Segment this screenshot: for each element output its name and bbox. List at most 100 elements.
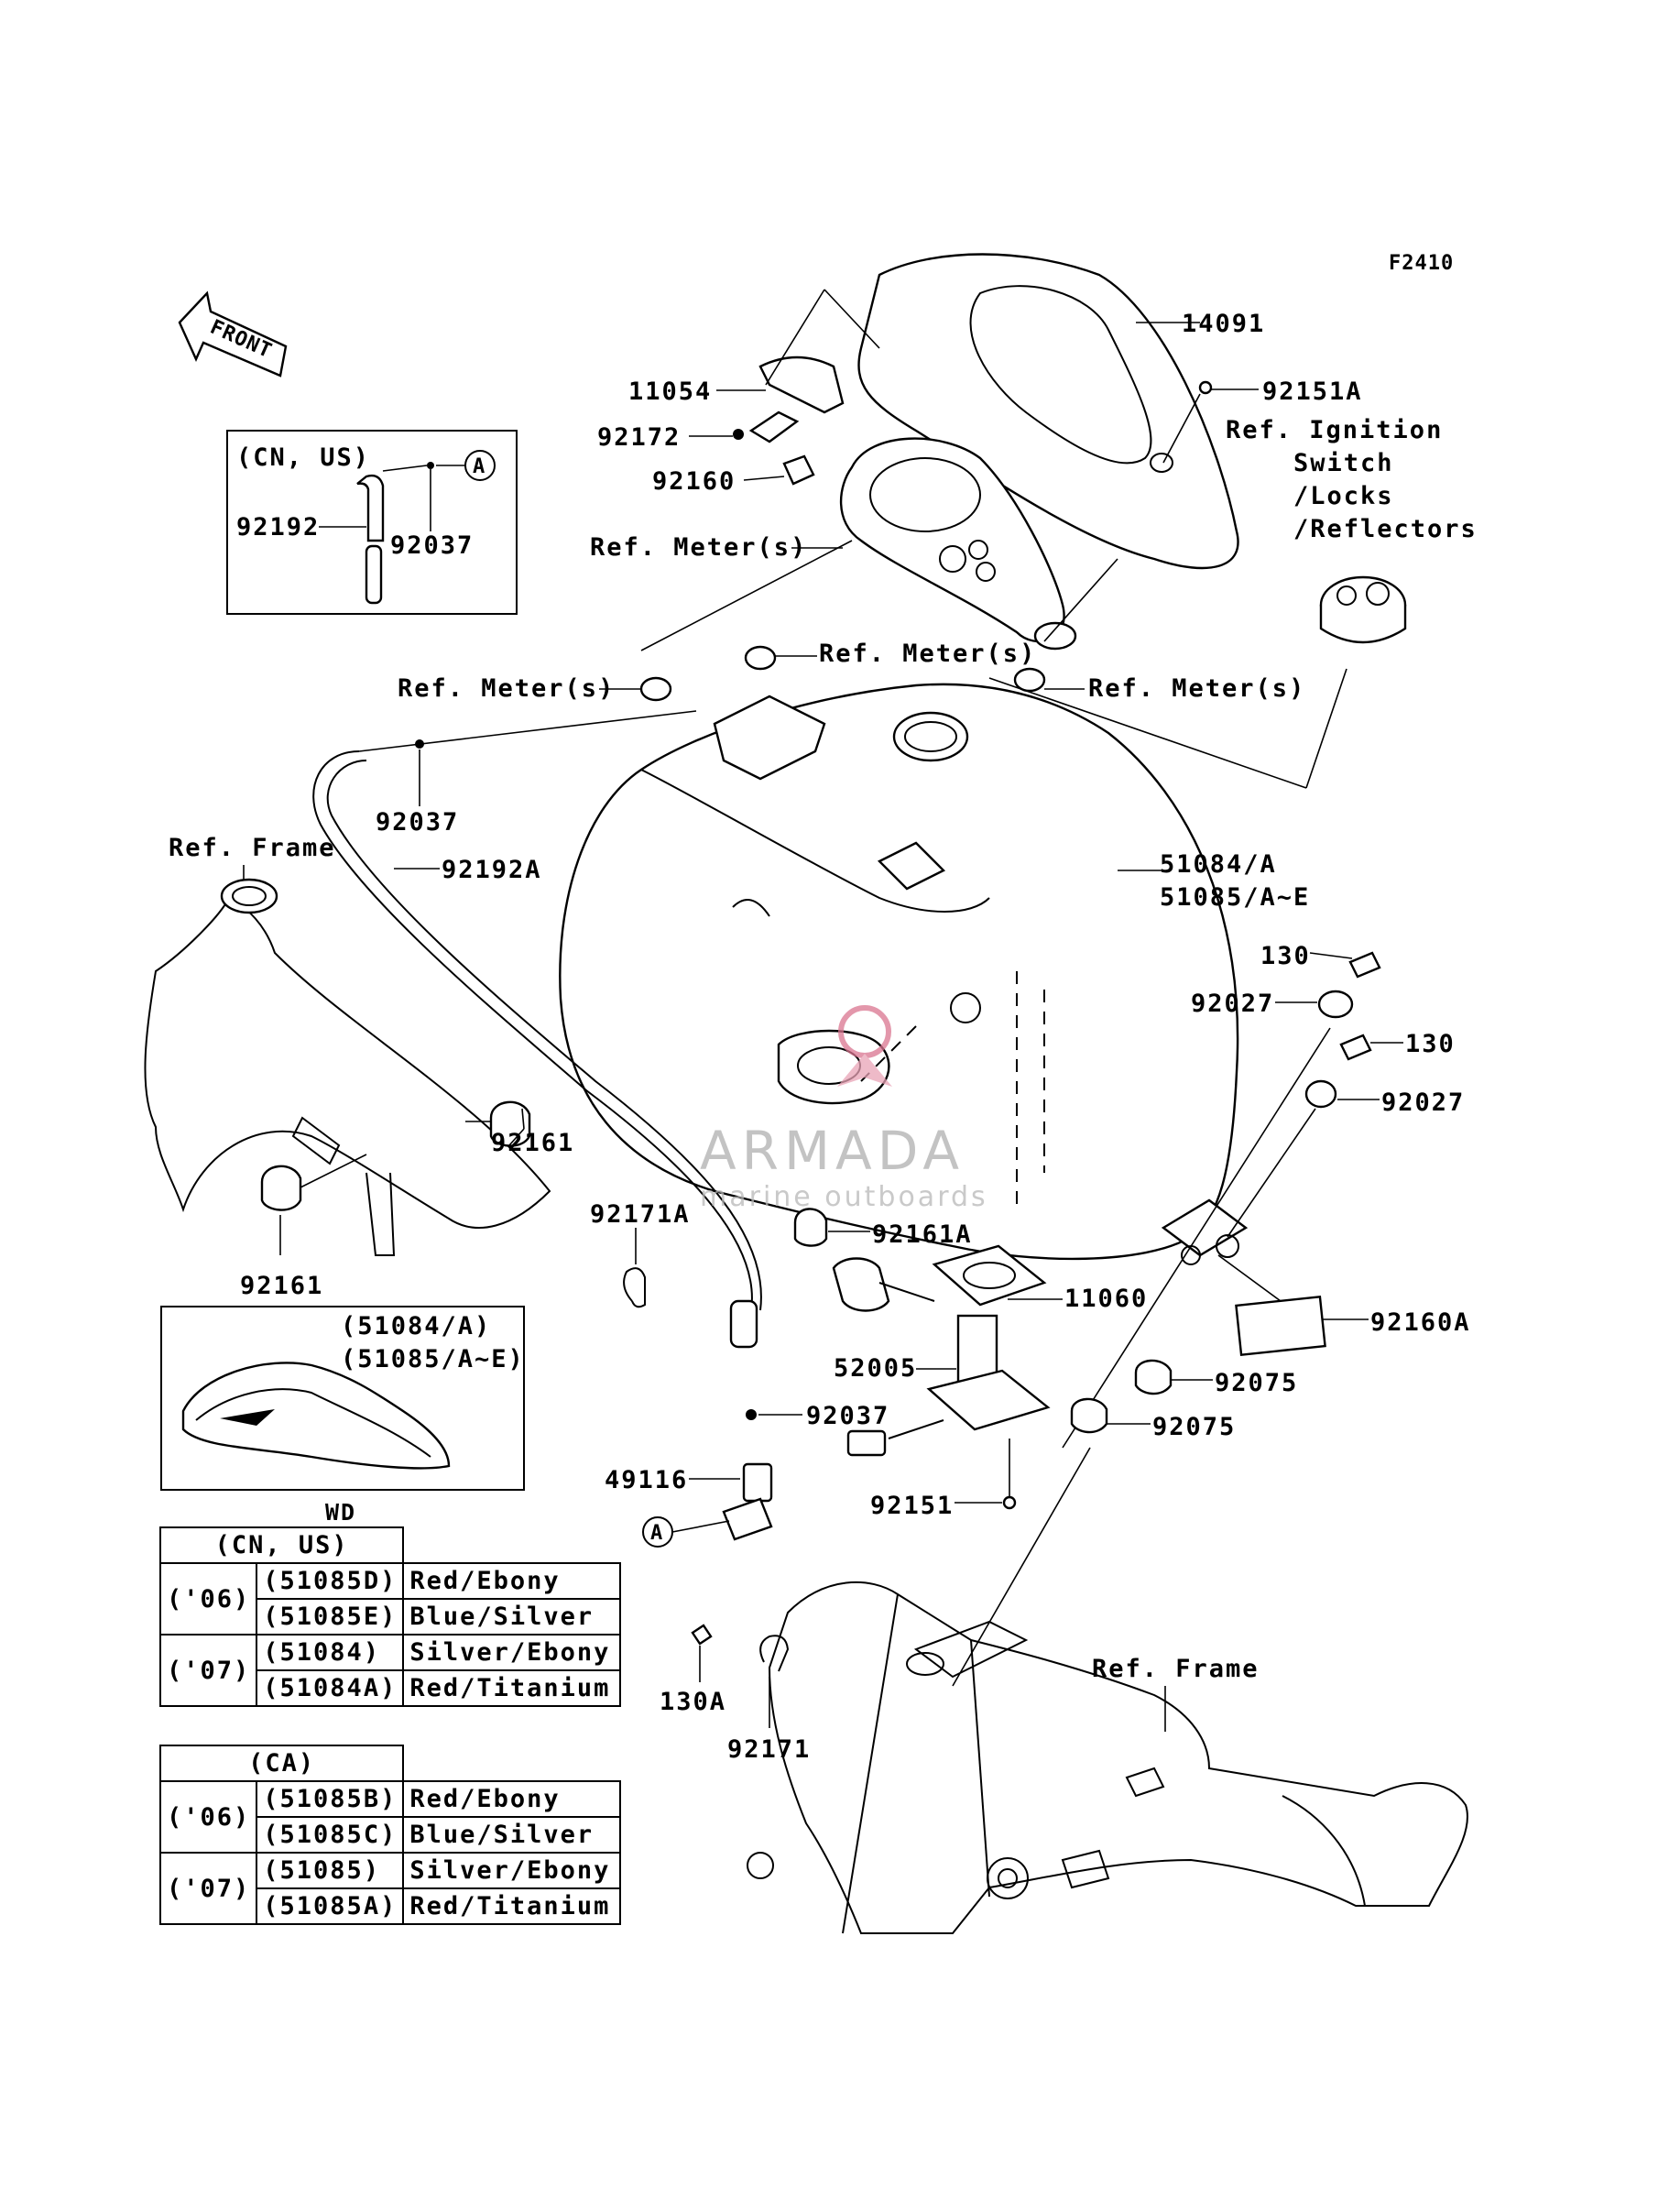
table-row: ('07) (51084) Silver/Ebony bbox=[158, 1634, 622, 1707]
callout-92151: 92151 bbox=[870, 1492, 954, 1520]
collar-92027-icon bbox=[1317, 990, 1354, 1019]
tank-emblem-icon bbox=[220, 1409, 275, 1426]
table-wd: (CN, US) ('06) (51085D) Red/Ebony (51085… bbox=[158, 1526, 622, 1707]
ref-ignition-line3: /Locks bbox=[1293, 482, 1394, 510]
damper-92075-icon bbox=[1134, 1359, 1173, 1395]
callout-51085: 51085/A~E bbox=[1160, 883, 1310, 912]
inset-hose-box: (CN, US) A 92192 92037 bbox=[226, 430, 518, 615]
callout-92075-b: 92075 bbox=[1152, 1413, 1236, 1441]
callout-130-b: 130 bbox=[1405, 1030, 1456, 1058]
fuel-pump-assembly bbox=[832, 1244, 1051, 1457]
damper-92161a-icon bbox=[793, 1208, 828, 1247]
bolt-130-icon-b bbox=[1339, 1034, 1372, 1061]
grommet-icon bbox=[639, 676, 672, 702]
fuel-tank bbox=[559, 683, 1249, 1265]
callout-130a: 130A bbox=[660, 1688, 726, 1716]
ref-ignition-line4: /Reflectors bbox=[1293, 515, 1478, 543]
callout-92171: 92171 bbox=[727, 1735, 811, 1764]
inset-hose-92192: 92192 bbox=[236, 513, 320, 542]
callout-130-a: 130 bbox=[1260, 942, 1311, 970]
table-cell-part: (51085C) bbox=[256, 1816, 405, 1854]
table-cell-color: Red/Ebony bbox=[402, 1780, 622, 1818]
clip-92171a-icon bbox=[623, 1267, 646, 1308]
marker-a-main: A bbox=[650, 1522, 663, 1545]
table-cell-year: ('07) bbox=[158, 1852, 258, 1925]
grommet-icon bbox=[744, 645, 777, 671]
inset-hose-92037: 92037 bbox=[390, 531, 474, 560]
table-cell-part: (51085B) bbox=[256, 1780, 405, 1818]
bolt-130-icon bbox=[1348, 951, 1381, 979]
callout-11054: 11054 bbox=[628, 377, 712, 406]
callout-92027-b: 92027 bbox=[1381, 1089, 1465, 1117]
collar-92027-icon-b bbox=[1304, 1079, 1337, 1109]
inset-tank-box: (51084/A) (51085/A~E) bbox=[160, 1306, 525, 1491]
grommet-92160-icon bbox=[782, 454, 815, 486]
callout-92160: 92160 bbox=[652, 467, 736, 496]
table-row: ('06) (51085B) Red/Ebony bbox=[158, 1780, 622, 1854]
ref-frame-right: Ref. Frame bbox=[1092, 1655, 1260, 1683]
watermark-subtitle: marine outboards bbox=[700, 1181, 988, 1213]
callout-92172: 92172 bbox=[597, 423, 681, 452]
callout-92161-b: 92161 bbox=[240, 1272, 323, 1300]
table-cell-year: ('07) bbox=[158, 1634, 258, 1707]
callout-92075-a: 92075 bbox=[1215, 1369, 1298, 1397]
left-frame bbox=[144, 878, 551, 1256]
table-row: (51085E) Blue/Silver bbox=[160, 1598, 622, 1636]
table-cell-part: (51084A) bbox=[256, 1669, 405, 1707]
table-cell-part: (51085A) bbox=[256, 1887, 405, 1925]
callout-52005: 52005 bbox=[834, 1354, 917, 1383]
table-wd-title: WD bbox=[325, 1499, 357, 1526]
callout-92027-a: 92027 bbox=[1191, 990, 1274, 1018]
meter-assembly bbox=[839, 437, 1077, 651]
table-cell-color: Red/Titanium bbox=[402, 1887, 622, 1925]
callout-92171a: 92171A bbox=[590, 1200, 691, 1229]
table-cell-part: (51085) bbox=[256, 1852, 405, 1889]
callout-92160a: 92160A bbox=[1370, 1308, 1471, 1337]
table-cell-part: (51084) bbox=[256, 1634, 405, 1671]
hose-segment-icon bbox=[356, 474, 385, 542]
table-cell-part: (51085D) bbox=[256, 1562, 405, 1600]
clamp-92037-low-icon bbox=[746, 1409, 757, 1420]
table-cell-color: Silver/Ebony bbox=[402, 1634, 622, 1671]
table-row: (51084A) Red/Titanium bbox=[160, 1669, 622, 1707]
bracket-11054 bbox=[748, 356, 845, 443]
callout-92192a: 92192A bbox=[442, 856, 542, 884]
clip-92171-icon bbox=[759, 1635, 790, 1672]
clamp-92037-icon bbox=[415, 739, 424, 749]
ref-meter-3: Ref. Meter(s) bbox=[398, 674, 615, 703]
watermark: ARMADA marine outboards bbox=[700, 1005, 988, 1213]
front-arrow-icon: FRONT bbox=[178, 290, 288, 377]
callout-92161-a: 92161 bbox=[491, 1129, 574, 1157]
table-cell-color: Blue/Silver bbox=[402, 1598, 622, 1636]
ignition-switch-icon bbox=[1319, 575, 1407, 644]
table-cell-color: Red/Titanium bbox=[402, 1669, 622, 1707]
inset-hose-region: (CN, US) bbox=[236, 443, 370, 472]
ref-meter-4: Ref. Meter(s) bbox=[1088, 674, 1305, 703]
table-cell-color: Red/Ebony bbox=[402, 1562, 622, 1600]
ref-meter-2: Ref. Meter(s) bbox=[819, 640, 1036, 668]
table-ca-region: (CA) bbox=[158, 1745, 405, 1782]
screw-92151-icon bbox=[1002, 1495, 1017, 1510]
table-row: (51085C) Blue/Silver bbox=[160, 1816, 622, 1854]
bolt-130a-icon bbox=[691, 1624, 713, 1646]
callout-92151a: 92151A bbox=[1262, 377, 1363, 406]
callout-92037-top: 92037 bbox=[376, 808, 459, 837]
valve-49116 bbox=[722, 1462, 773, 1541]
ref-ignition-line2: Switch bbox=[1293, 449, 1394, 477]
callout-14091: 14091 bbox=[1182, 310, 1265, 338]
table-cell-year: ('06) bbox=[158, 1780, 258, 1854]
ref-frame-left: Ref. Frame bbox=[169, 834, 336, 862]
callout-11060: 11060 bbox=[1064, 1285, 1148, 1313]
table-row: ('07) (51085) Silver/Ebony bbox=[158, 1852, 622, 1925]
ref-ignition-line1: Ref. Ignition bbox=[1226, 416, 1443, 444]
inset-tank-line2: (51085/A~E) bbox=[341, 1345, 525, 1373]
damper-92161-icon bbox=[489, 1100, 531, 1147]
inset-tank-line1: (51084/A) bbox=[341, 1312, 491, 1340]
right-frame bbox=[747, 1581, 1468, 1934]
table-row: (51085A) Red/Titanium bbox=[160, 1887, 622, 1925]
callout-92037-low: 92037 bbox=[806, 1402, 889, 1430]
damper-92161-icon-b bbox=[260, 1165, 302, 1211]
meter-cover bbox=[857, 253, 1239, 570]
clamp-icon bbox=[427, 462, 434, 469]
